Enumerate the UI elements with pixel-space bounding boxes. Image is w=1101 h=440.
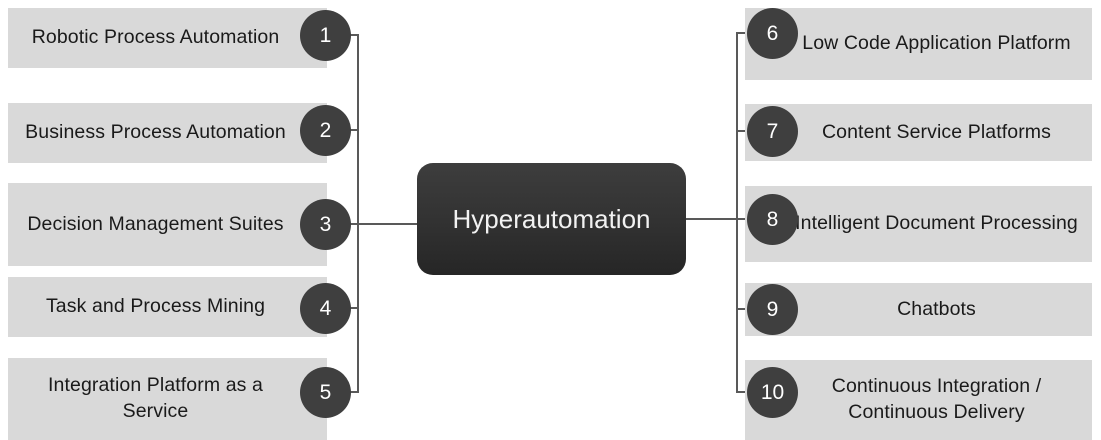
branch-number: 4 <box>319 296 332 320</box>
branch-label: Chatbots <box>897 297 976 320</box>
branch-number: 5 <box>319 380 332 404</box>
branch-number-badge[interactable]: 2 <box>300 105 351 156</box>
branch-number: 9 <box>766 297 779 321</box>
branch-number-badge[interactable]: 6 <box>747 8 798 59</box>
branch-number: 3 <box>319 212 332 236</box>
list-item[interactable]: Integration Platform as a Service <box>8 358 327 440</box>
branch-label: Intelligent Document Processing <box>795 212 1078 235</box>
list-item[interactable]: Decision Management Suites <box>8 183 327 266</box>
list-item[interactable]: Chatbots <box>745 283 1092 336</box>
branch-number-badge[interactable]: 7 <box>747 106 798 157</box>
branch-label: Decision Management Suites <box>27 212 284 235</box>
branch-label: Low Code Application Platform <box>802 32 1071 55</box>
branch-number-badge[interactable]: 4 <box>300 283 351 334</box>
branch-label: Content Service Platforms <box>821 120 1051 143</box>
branch-label: Task and Process Mining <box>45 295 266 318</box>
branch-number-badge[interactable]: 9 <box>747 284 798 335</box>
branch-label: Robotic Process Automation <box>31 26 280 49</box>
branch-label: Business Process Automation <box>25 121 286 144</box>
list-item[interactable]: Intelligent Document Processing <box>745 186 1092 262</box>
branch-number: 2 <box>319 118 332 142</box>
branch-number: 7 <box>766 119 779 143</box>
branch-number: 1 <box>319 23 332 47</box>
branch-number: 6 <box>766 21 779 45</box>
list-item[interactable]: Task and Process Mining <box>8 277 327 337</box>
branch-number-badge[interactable]: 3 <box>300 199 351 250</box>
list-item[interactable]: Content Service Platforms <box>745 104 1092 161</box>
list-item[interactable]: Robotic Process Automation <box>8 8 327 68</box>
list-item[interactable]: Business Process Automation <box>8 103 327 163</box>
central-node-label: Hyperautomation <box>452 203 651 234</box>
branch-number-badge[interactable]: 1 <box>300 10 351 61</box>
central-node[interactable]: Hyperautomation <box>417 163 686 275</box>
branch-number-badge[interactable]: 8 <box>747 194 798 245</box>
branch-label: Integration Platform as a Service <box>48 374 263 422</box>
branch-number: 10 <box>760 380 785 404</box>
list-item[interactable]: Low Code Application Platform <box>745 8 1092 80</box>
branch-number-badge[interactable]: 10 <box>747 367 798 418</box>
branch-number-badge[interactable]: 5 <box>300 367 351 418</box>
branch-number: 8 <box>766 207 779 231</box>
branch-label: Continuous Integration / Continuous Deli… <box>831 375 1042 423</box>
list-item[interactable]: Continuous Integration / Continuous Deli… <box>745 360 1092 440</box>
